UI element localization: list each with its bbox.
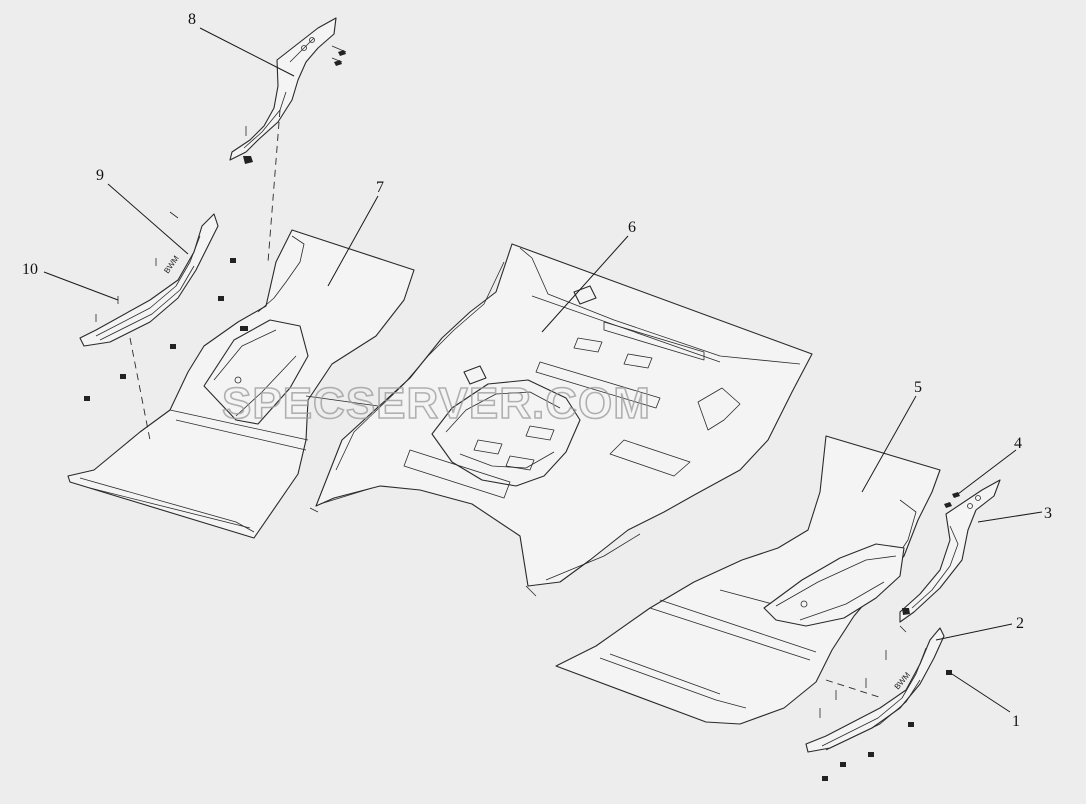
callout-8: 8 [188,11,196,28]
callout-6: 6 [628,219,636,236]
part-8-upper-trim [229,17,347,164]
part-9-left-sill-plate: BWM [79,211,236,401]
callouts: 1 2 3 4 5 6 7 8 9 10 [22,11,1052,730]
callout-10: 10 [22,261,38,278]
leader-lines [43,27,1043,713]
part-5-right-floor-mat [555,435,941,725]
callout-4: 4 [1014,435,1022,452]
callout-9: 9 [96,167,104,184]
callout-2: 2 [1016,615,1024,632]
svg-text:BWM: BWM [162,254,181,275]
callout-5: 5 [914,379,922,396]
part-6-center-floor-mat [309,243,813,597]
part-7-left-floor-mat [67,229,415,539]
watermark: SPECSERVER.COM [222,379,651,428]
assembly-lines [129,109,883,699]
part-3-right-upper-trim [899,479,1001,623]
callout-7: 7 [376,179,384,196]
callout-3: 3 [1044,505,1052,522]
callout-1: 1 [1012,713,1020,730]
